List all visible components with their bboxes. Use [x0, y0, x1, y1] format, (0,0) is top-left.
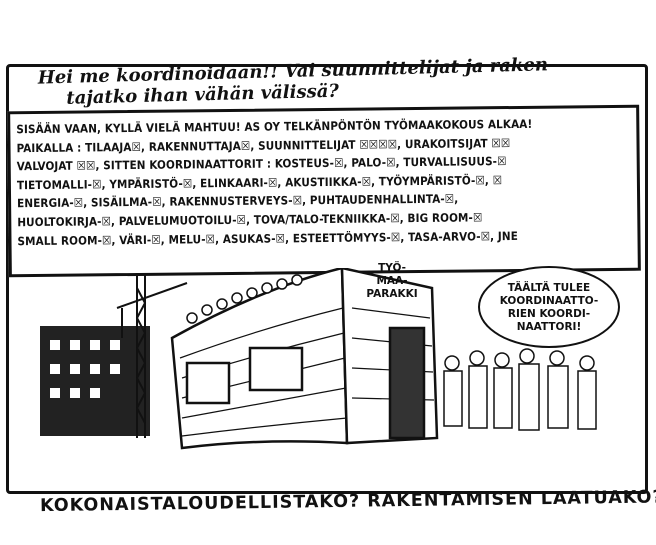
- sign-line: PARAKKI: [366, 288, 418, 300]
- speech-bubble: TÄÄLTÄ TULEE KOORDINAATTO- RIEN KOORDI- …: [478, 266, 620, 348]
- site-hut-sign: TYÖ- MAA- PARAKKI: [344, 262, 440, 301]
- crane: [116, 273, 188, 438]
- bubble-line: TÄÄLTÄ TULEE: [507, 282, 591, 294]
- site-hut-illustration: [40, 268, 597, 450]
- bubble-line: NAATTORI!: [516, 321, 582, 333]
- crowd: [186, 274, 597, 431]
- site-hut: [170, 268, 439, 450]
- meeting-notice-board: SISÄÄN VAAN, KYLLÄ VIELÄ MAHTUU! AS OY T…: [7, 104, 641, 278]
- background-building: [40, 326, 150, 436]
- bubble-line: KOORDINAATTO-: [499, 295, 599, 307]
- sign-line: MAA-: [376, 275, 408, 287]
- notice-text: SISÄÄN VAAN, KYLLÄ VIELÄ MAHTUU! AS OY T…: [16, 114, 631, 251]
- bubble-line: RIEN KOORDI-: [507, 308, 591, 320]
- sign-line: TYÖ-: [378, 262, 406, 274]
